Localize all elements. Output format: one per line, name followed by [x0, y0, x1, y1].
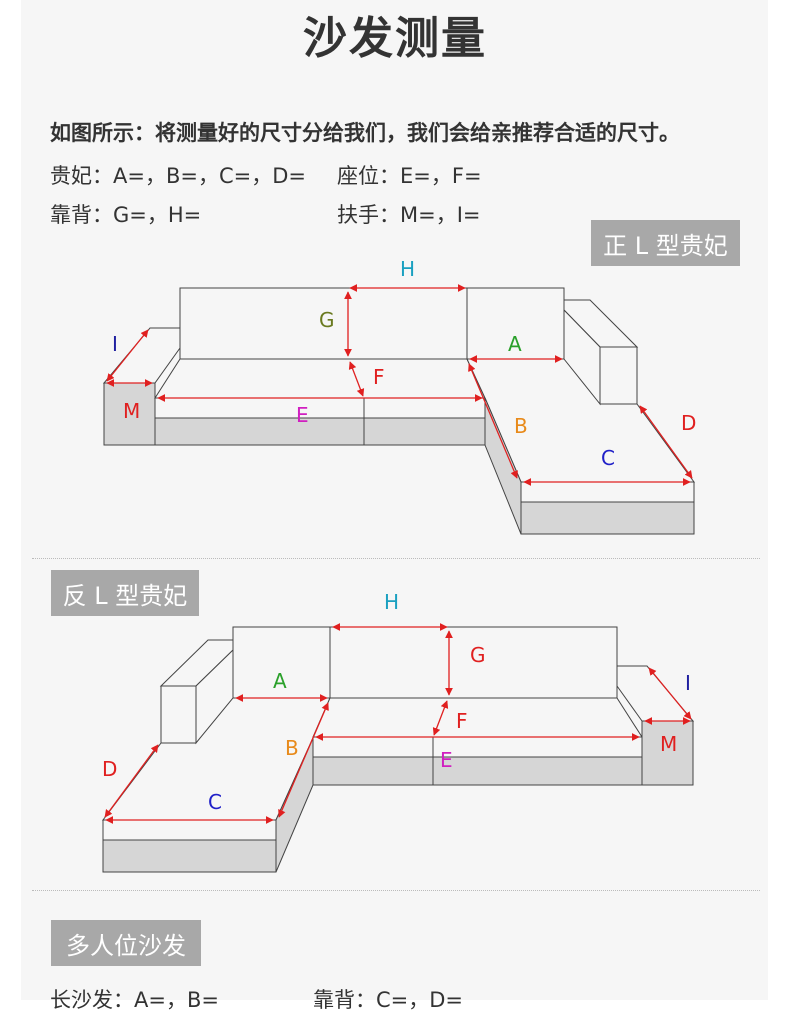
back-cushion-right	[466, 287, 565, 360]
badge-multi: 多人位沙发	[51, 920, 201, 966]
label-i-2: I	[685, 671, 691, 695]
badge-right-l: 正 L 型贵妃	[591, 220, 740, 266]
label-d-1: D	[681, 411, 696, 435]
seat-fields: 座位：E=，F=	[337, 164, 482, 188]
arm-fields: 扶手：M=，I=	[337, 203, 481, 227]
label-b-2: B	[285, 736, 299, 760]
seat-front-2	[312, 756, 643, 786]
back-cushion-left	[179, 287, 468, 360]
label-b-1: B	[514, 414, 528, 438]
diagram-right-l	[102, 287, 695, 535]
separator-2	[32, 890, 760, 891]
separator-1	[32, 558, 760, 559]
label-d-2: D	[102, 757, 117, 781]
label-g-1: G	[319, 308, 335, 332]
intro-text: 如图所示：将测量好的尺寸分给我们，我们会给亲推荐合适的尺寸。	[50, 121, 680, 145]
chaise-front-2	[102, 839, 277, 873]
label-h-2: H	[384, 590, 399, 614]
chaise-front-top	[520, 481, 695, 503]
label-a-1: A	[508, 332, 522, 356]
left-arm-side-2	[195, 648, 234, 745]
label-m-1: M	[123, 399, 140, 423]
right-arm-side	[563, 308, 601, 406]
chaise-front	[520, 501, 695, 535]
label-g-2: G	[470, 643, 486, 667]
labels-left-l: H G F A B C D E I M	[102, 590, 691, 814]
left-arm-front	[103, 382, 156, 446]
right-arm-front	[599, 346, 638, 405]
label-e-2: E	[440, 748, 453, 772]
label-a-2: A	[273, 669, 287, 693]
label-f-1: F	[373, 365, 385, 389]
labels-right-l: H G F A B C D E I M	[112, 257, 696, 470]
back-fields: 靠背：G=，H=	[50, 203, 202, 227]
right-arm-front-2	[641, 720, 694, 786]
label-i-1: I	[112, 332, 118, 356]
seat-front	[154, 417, 486, 446]
label-c-1: C	[601, 446, 615, 470]
right-arm-top-2	[616, 665, 695, 722]
label-e-1: E	[296, 403, 309, 427]
diagram-left-l	[101, 626, 695, 873]
left-arm-front-2	[160, 685, 197, 744]
seat-top-2	[312, 697, 643, 738]
seat-top	[154, 358, 486, 399]
label-h-1: H	[400, 257, 415, 281]
chaise-front-top-2	[102, 819, 277, 841]
page-title: 沙发测量	[303, 13, 487, 64]
label-f-2: F	[456, 709, 468, 733]
chaise-fields: 贵妃：A=，B=，C=，D=	[50, 164, 306, 188]
badge-left-l: 反 L 型贵妃	[51, 570, 199, 616]
label-m-2: M	[660, 732, 677, 756]
back-cushion-right-2	[329, 626, 618, 699]
label-c-2: C	[208, 790, 222, 814]
